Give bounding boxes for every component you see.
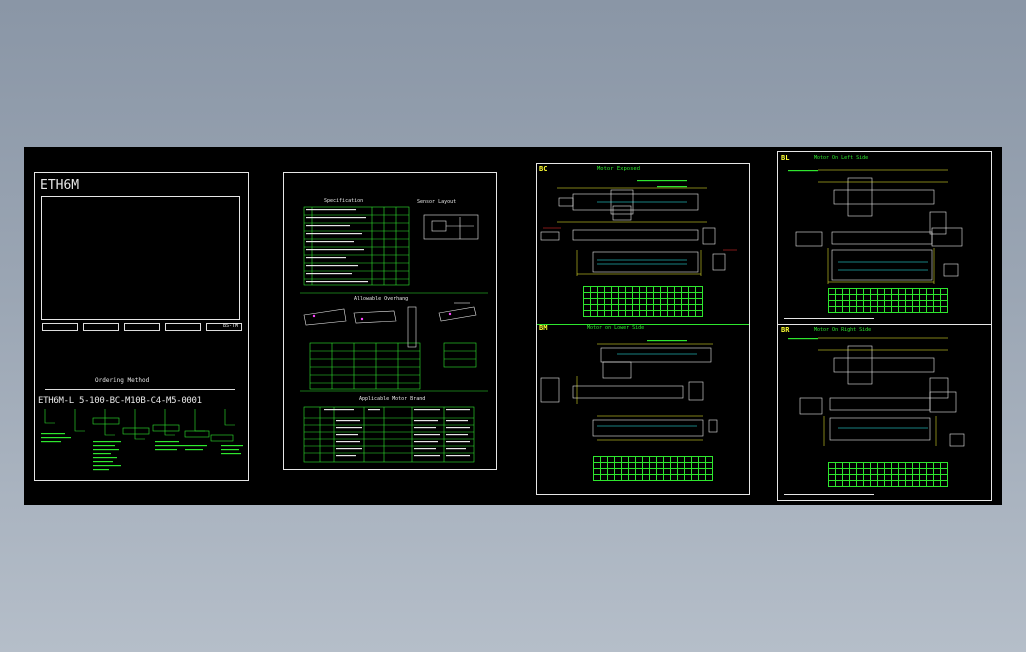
sensor-title: Sensor Layout — [417, 199, 457, 205]
ordering-code: ETH6M-L 5-100-BC-M10B-C4-M5-0001 — [38, 396, 202, 406]
model-title: ETH6M — [40, 178, 80, 193]
motor-brand-title: Applicable Motor Brand — [359, 396, 426, 402]
product-image-frame — [41, 196, 240, 320]
bl-title: Motor On Left Side — [814, 155, 869, 161]
br-title: Motor On Right Side — [814, 327, 872, 333]
bl-br-drawings — [784, 169, 965, 495]
drawing-viewport[interactable]: ETH6M BS-TM Ordering Method ETH6M-L 5-10… — [24, 147, 1002, 505]
overhang-title: Allowable Overhang — [354, 296, 409, 302]
bc-dimension-table — [583, 286, 703, 317]
bm-dimension-table — [593, 456, 713, 481]
bc-code: BC — [539, 165, 548, 173]
side-note: BS-TM — [223, 323, 239, 329]
bm-code: BM — [539, 324, 548, 332]
bc-title: Motor Exposed — [597, 166, 641, 172]
bl-code: BL — [781, 154, 790, 162]
sheet-ordering-method[interactable]: ETH6M BS-TM Ordering Method ETH6M-L 5-10… — [34, 172, 249, 481]
sheet-bc-bm[interactable]: BC Motor Exposed BM Motor on Lower Side — [536, 163, 750, 495]
br-code: BR — [781, 326, 790, 334]
sheet-specification[interactable]: Specification Sensor Layout Allowable Ov… — [283, 172, 497, 470]
bl-br-divider — [778, 324, 991, 325]
spec-title: Specification — [324, 198, 364, 204]
bc-bm-divider — [537, 324, 749, 325]
ordering-method-label: Ordering Method — [95, 377, 150, 384]
bc-bm-drawings — [540, 180, 737, 441]
option-boxes — [42, 323, 242, 331]
ordering-divider — [45, 389, 235, 390]
bl-dimension-table — [828, 288, 948, 313]
bm-title: Motor on Lower Side — [587, 325, 645, 331]
ordering-callouts — [41, 409, 243, 471]
sheet-bl-br[interactable]: BL Motor On Left Side BR Motor On Right … — [777, 151, 992, 501]
br-dimension-table — [828, 462, 948, 487]
spec-drawings — [300, 206, 488, 463]
